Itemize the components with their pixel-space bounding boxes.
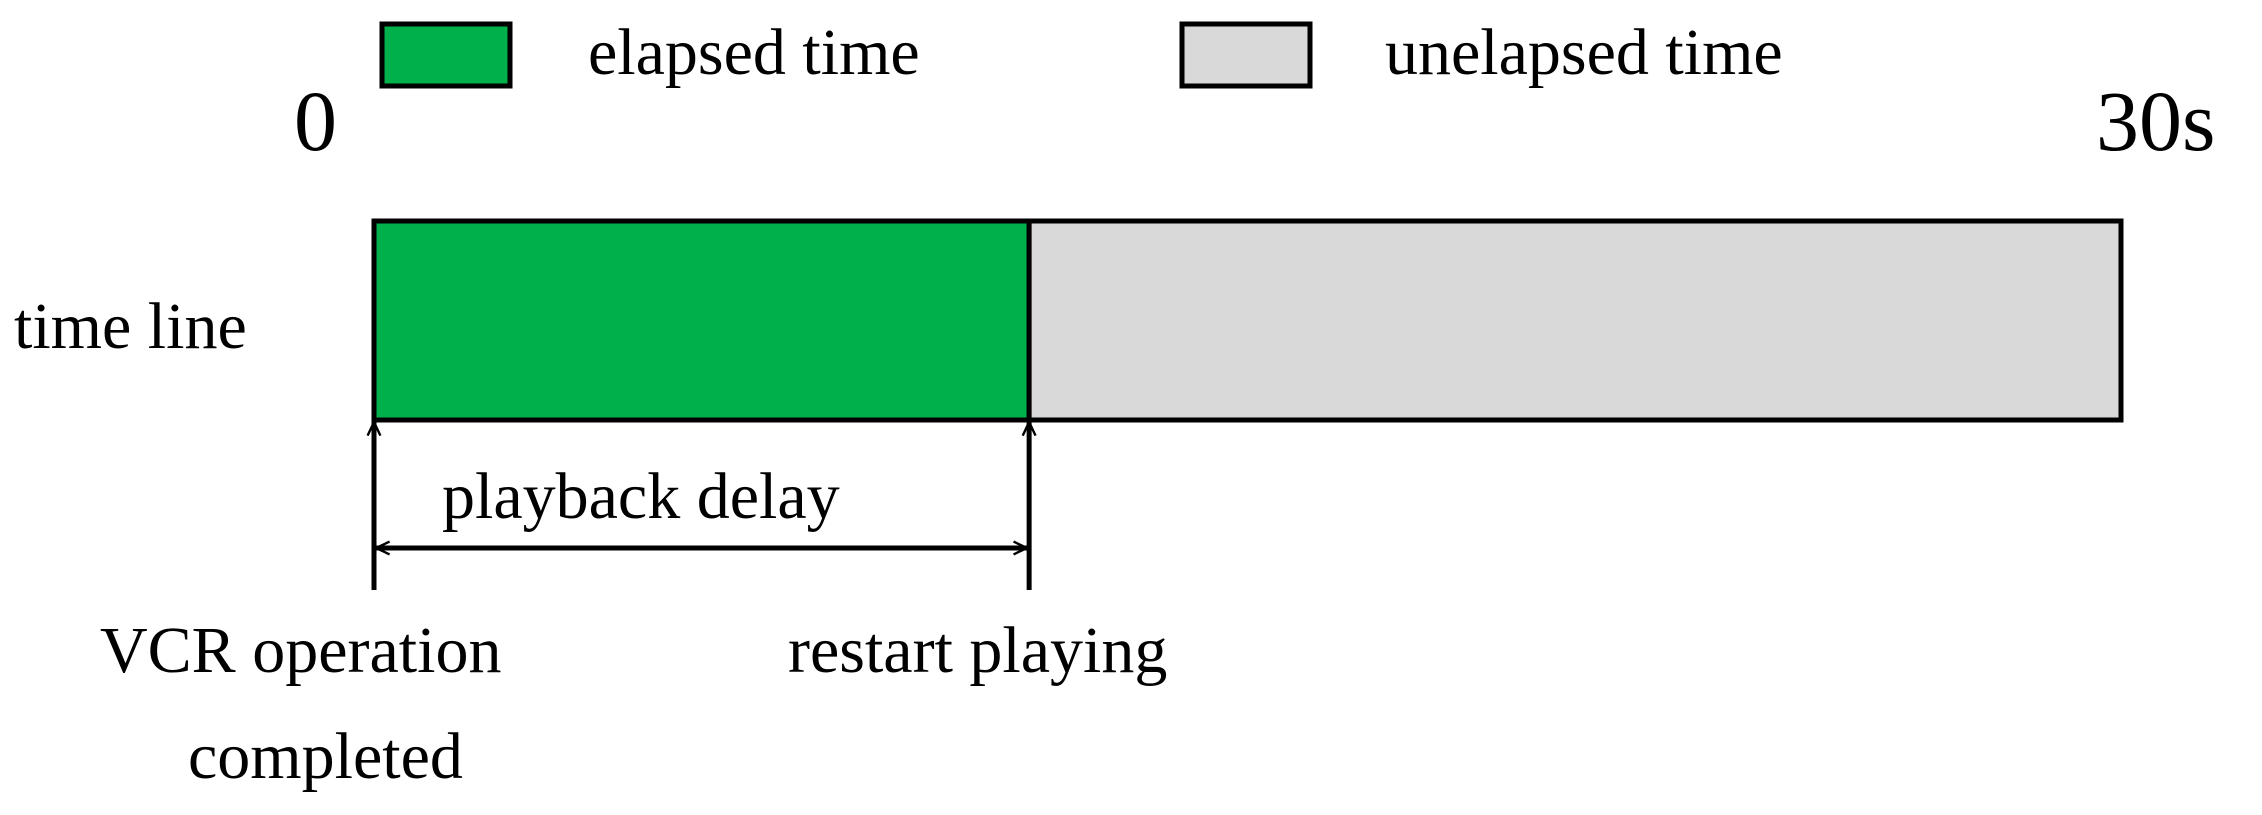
playback-delay-label: playback delay [442, 460, 840, 533]
end-event-label: restart playing [788, 614, 1167, 687]
timeline-elapsed-segment [371, 218, 1032, 423]
axis-start-label: 0 [294, 73, 337, 169]
timeline-bar [371, 218, 2124, 423]
start-event-label-line2: completed [188, 720, 463, 793]
timeline-unelapsed-segment [1026, 218, 2124, 423]
start-event-label-line1: VCR operation [100, 614, 501, 687]
axis-end-label: 30s [2096, 73, 2215, 169]
timeline-row-label: time line [14, 290, 247, 363]
legend-elapsed-label: elapsed time [588, 16, 920, 89]
legend-unelapsed-label: unelapsed time [1385, 16, 1783, 89]
legend: elapsed time unelapsed time [379, 16, 1783, 89]
legend-elapsed-swatch [379, 21, 513, 89]
legend-unelapsed-swatch [1179, 21, 1313, 89]
